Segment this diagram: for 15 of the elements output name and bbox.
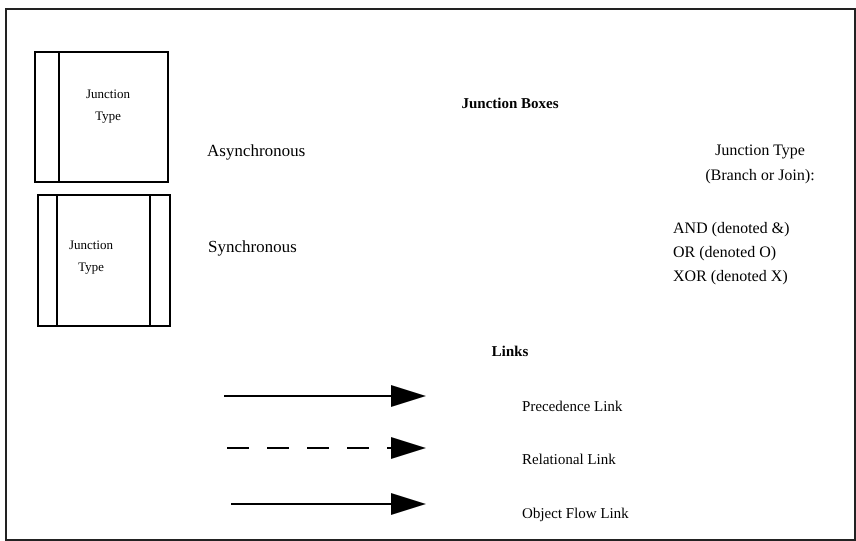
junction-mode-label: Synchronous	[208, 237, 297, 257]
box-label: Junction Type	[84, 85, 132, 126]
junction-mode-label: Asynchronous	[207, 141, 306, 161]
junction-box	[37, 194, 171, 327]
junction-type-item: AND (denoted &)	[673, 220, 790, 238]
junction-box	[34, 51, 169, 183]
junction-type-heading: Junction Type (Branch or Join):	[704, 141, 816, 186]
legend-label: Precedence Link	[522, 399, 622, 416]
junction-type-item: XOR (denoted X)	[673, 268, 788, 286]
legend-label: Object Flow Link	[522, 506, 629, 523]
section-heading: Links	[492, 344, 528, 361]
legend-label: Relational Link	[522, 452, 616, 469]
box-label: Junction Type	[68, 236, 114, 276]
section-heading: Junction Boxes	[461, 96, 559, 113]
junction-type-item: OR (denoted O)	[673, 244, 776, 262]
